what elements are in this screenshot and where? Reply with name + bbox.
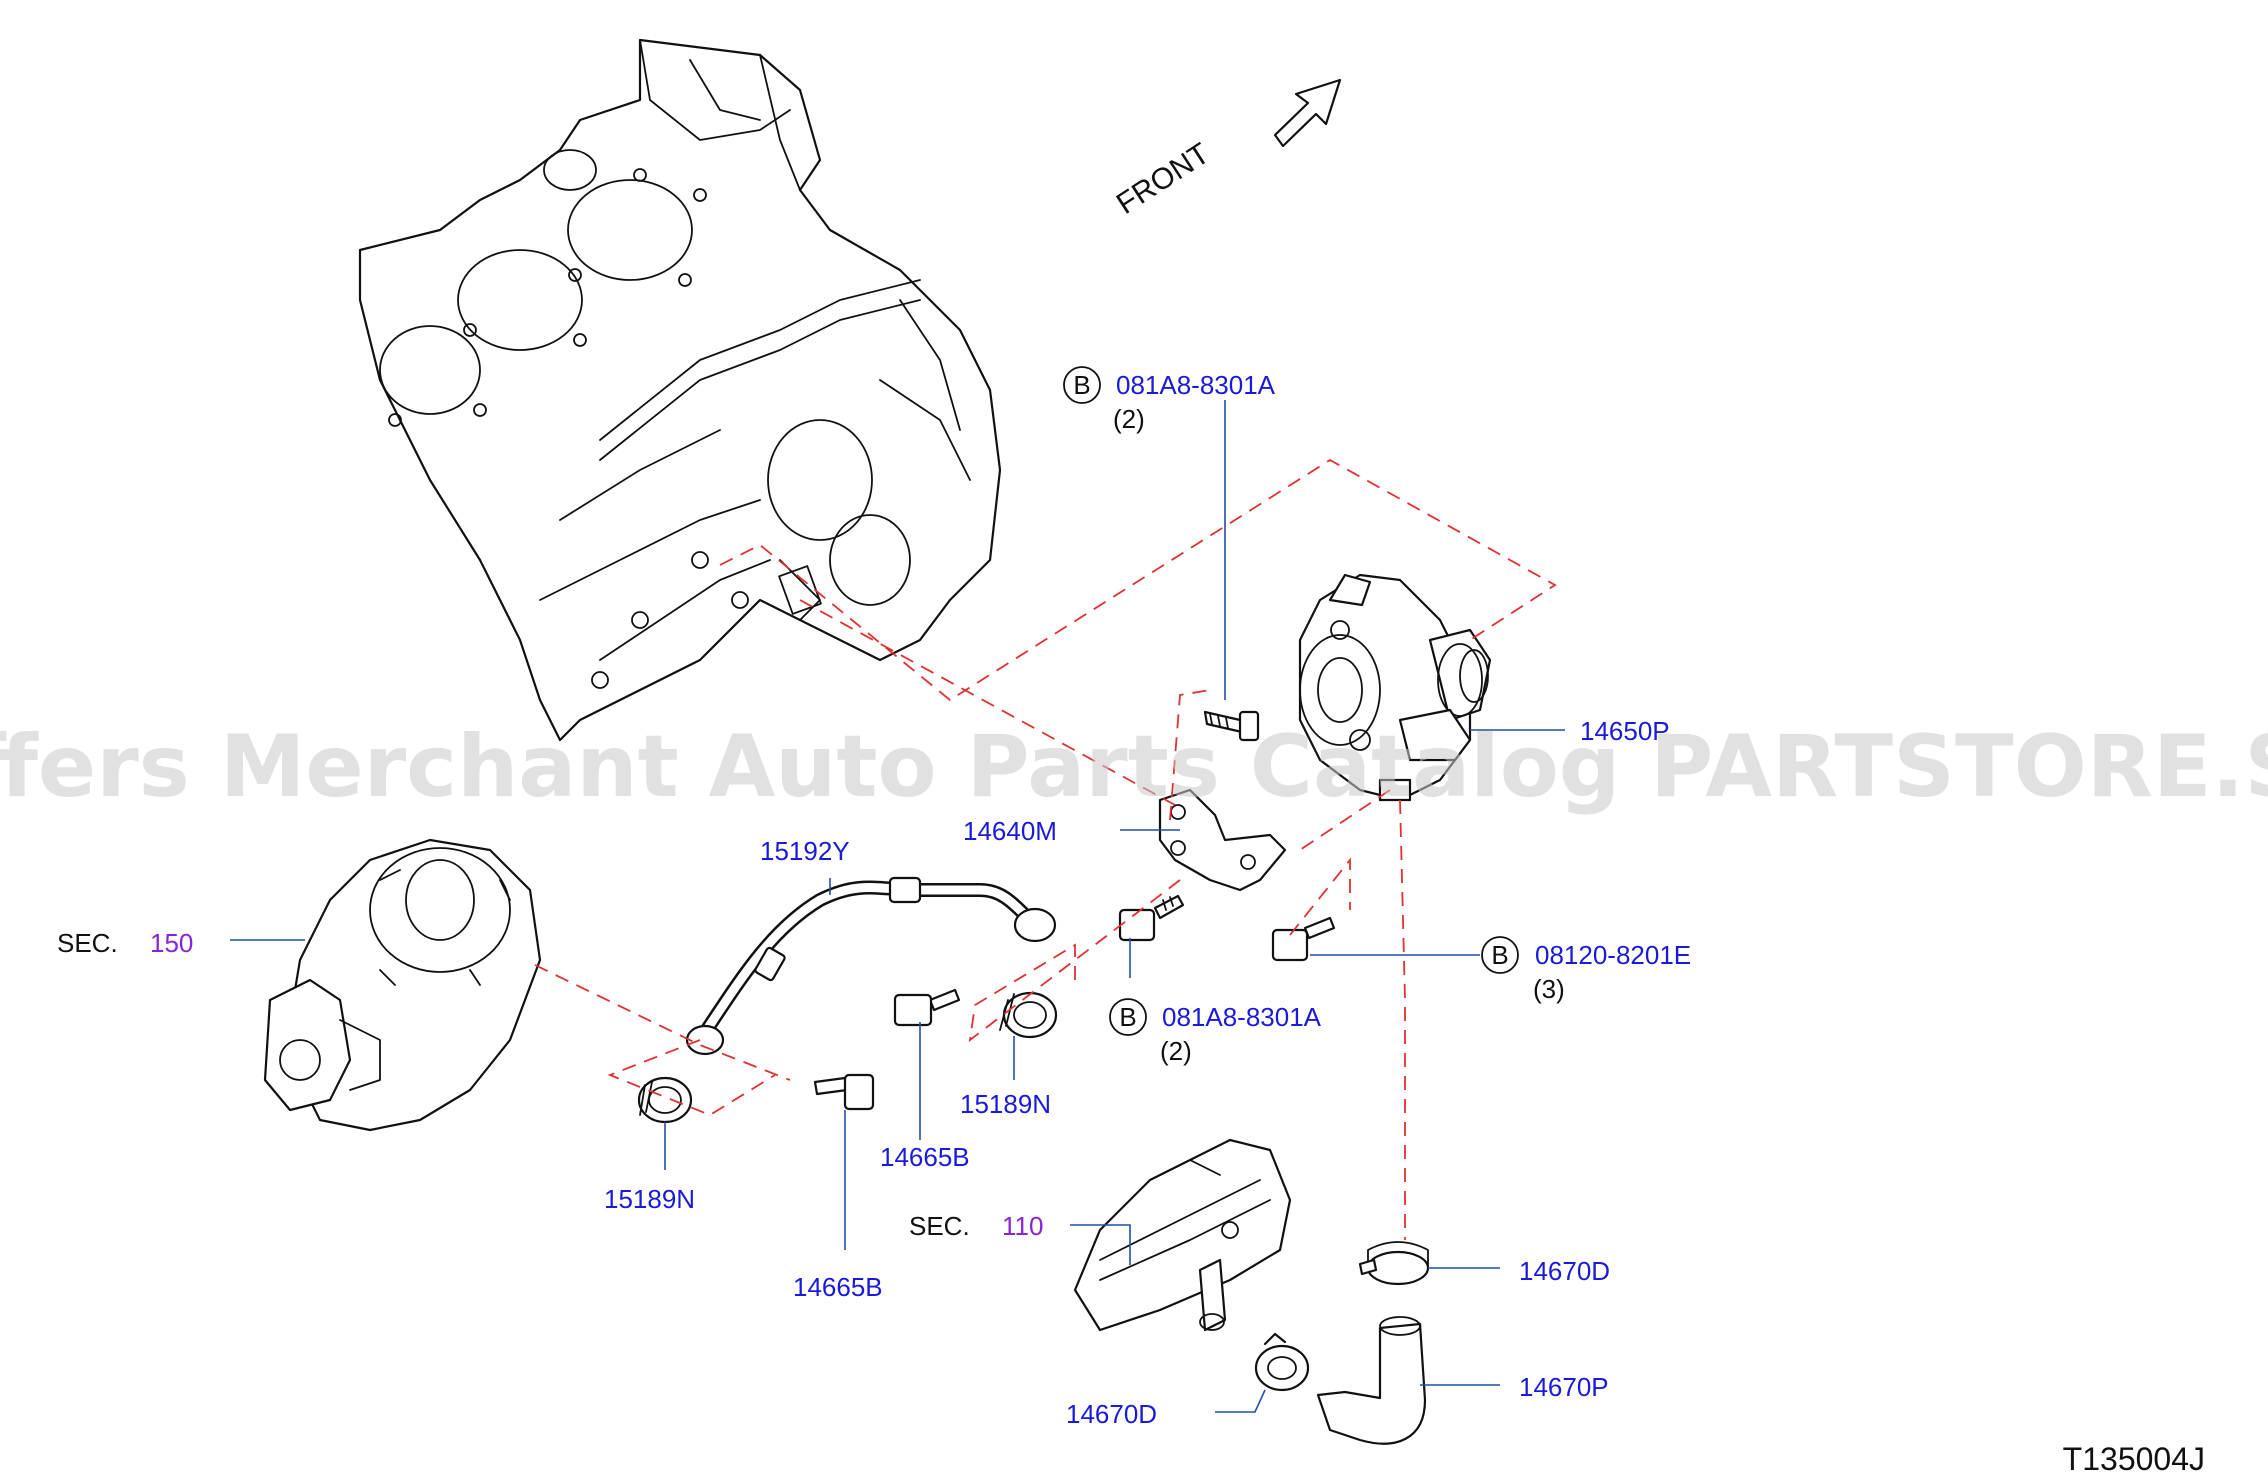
watermark: Offers Merchant Auto Parts Catalog PARTS… [0, 717, 2268, 817]
section-number[interactable]: 110 [1002, 1211, 1043, 1241]
quantity: (2) [1113, 404, 1145, 434]
front-arrow-icon [1273, 78, 1342, 148]
part-callouts: 14650P 14640M 15192Y 15189N 15189N 14665… [604, 716, 1670, 1429]
callout-15189n-right[interactable]: 15189N [960, 1089, 1051, 1119]
part-number[interactable]: 081A8-8301A [1116, 370, 1276, 400]
callout-14650p[interactable]: 14650P [1580, 716, 1670, 746]
front-direction-indicator: FRONT [1111, 78, 1342, 221]
section-ref-110[interactable]: SEC. 110 [909, 1211, 1043, 1241]
bolt-right-drawing [1271, 916, 1336, 962]
bolt-upper-drawing [1203, 710, 1260, 742]
hose-clamp-lower-drawing [1254, 1332, 1310, 1392]
callout-14670d-upper[interactable]: 14670D [1519, 1256, 1610, 1286]
part-number[interactable]: 081A8-8301A [1162, 1002, 1322, 1032]
callout-14670p[interactable]: 14670P [1519, 1372, 1609, 1402]
section-150-drawing [263, 838, 542, 1132]
section-prefix: SEC. [909, 1211, 970, 1241]
bolt-middle-drawing [1118, 894, 1185, 942]
b-badge [1109, 998, 1147, 1036]
clamp-left-drawing [637, 1076, 693, 1124]
quantity: (3) [1533, 974, 1565, 1004]
bracket-drawing [1158, 788, 1287, 892]
b-badge [1481, 936, 1519, 974]
callout-14640m[interactable]: 14640M [963, 816, 1057, 846]
section-prefix: SEC. [57, 928, 118, 958]
vacuum-tube-drawing [685, 876, 1057, 1056]
leader-lines [230, 400, 1565, 1413]
callout-bolt-081a8-upper[interactable]: B 081A8-8301A (2) [1063, 366, 1276, 434]
assembly-guide-lines [534, 458, 1557, 1240]
section-number[interactable]: 150 [150, 928, 193, 958]
clamp-right-drawing [999, 991, 1058, 1039]
front-label: FRONT [1111, 137, 1216, 221]
bolt-14665b-upper-drawing [893, 988, 961, 1027]
callout-bolt-081a8-lower[interactable]: B 081A8-8301A (2) [1109, 998, 1322, 1066]
callout-15189n-left[interactable]: 15189N [604, 1184, 695, 1214]
badge-letter: B [1119, 1002, 1136, 1032]
badge-letter: B [1491, 940, 1508, 970]
vacuum-pump-drawing [1298, 573, 1492, 802]
section-110-drawing [1073, 1138, 1292, 1332]
hose-drawing [1316, 1316, 1427, 1445]
callout-15192y[interactable]: 15192Y [760, 836, 850, 866]
callout-14665b-upper[interactable]: 14665B [880, 1142, 970, 1172]
hose-clamp-upper-drawing [1358, 1241, 1430, 1286]
figure-code: T135004J [2063, 1441, 2205, 1477]
callout-14670d-lower[interactable]: 14670D [1066, 1399, 1157, 1429]
bolt-14665b-lower-drawing [813, 1073, 875, 1111]
callout-14665b-lower[interactable]: 14665B [793, 1272, 883, 1302]
engine-block-drawing [358, 38, 1002, 742]
section-ref-150[interactable]: SEC. 150 [57, 928, 193, 958]
callout-bolt-08120[interactable]: B 08120-8201E (3) [1481, 936, 1691, 1004]
badge-letter: B [1073, 370, 1090, 400]
part-number[interactable]: 08120-8201E [1535, 940, 1691, 970]
quantity: (2) [1160, 1036, 1192, 1066]
b-badge [1063, 366, 1101, 404]
